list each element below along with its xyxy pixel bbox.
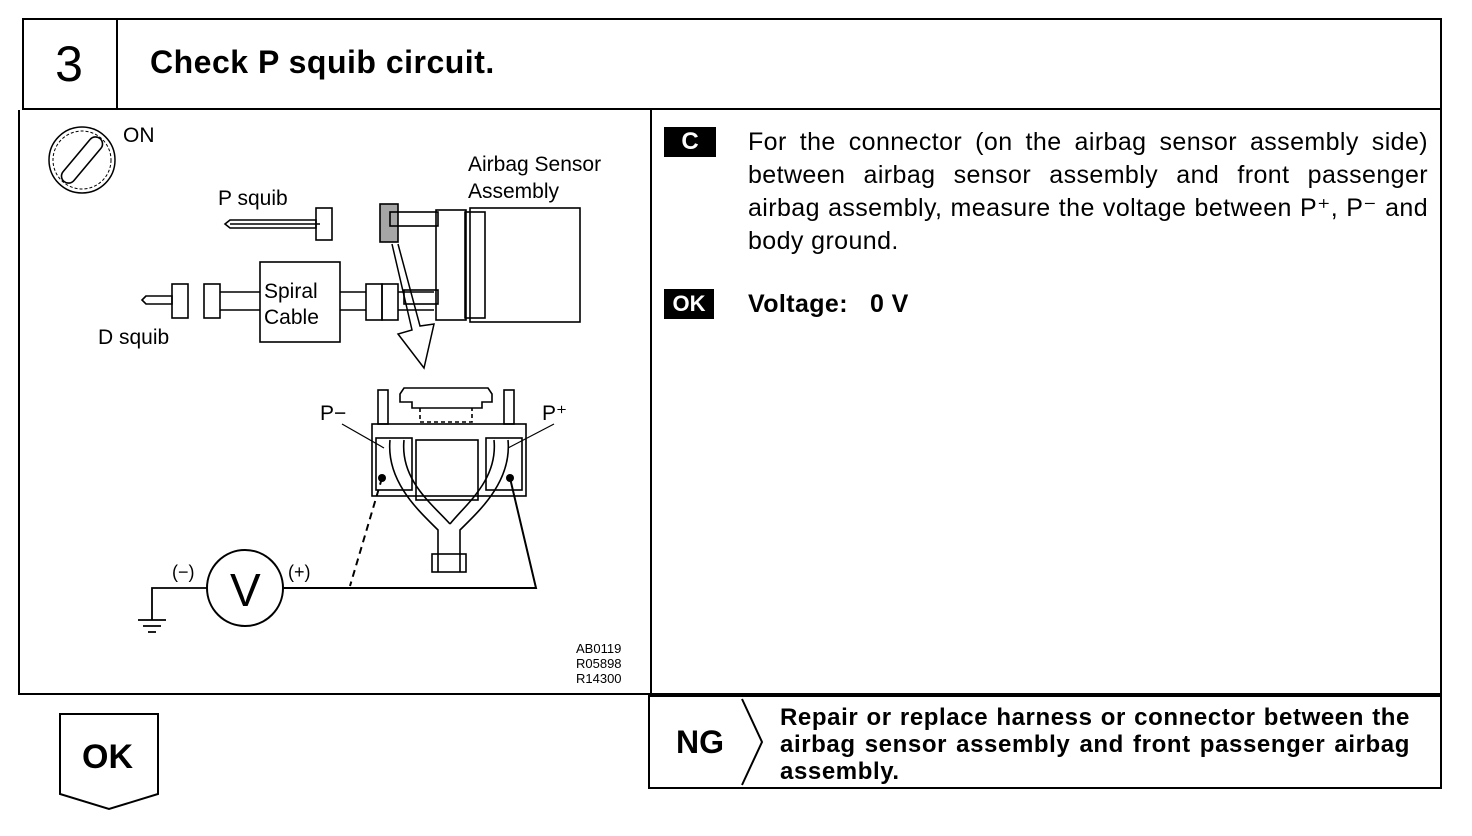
figure-code-1: AB0119 — [576, 641, 621, 656]
p-squib-connector — [223, 207, 333, 241]
spiral-cable-label-2: Cable — [264, 306, 319, 329]
sensor-connector-hatched — [379, 203, 399, 243]
d-squib-label: D squib — [98, 326, 169, 349]
p-plus-leader — [507, 423, 555, 449]
step-title: Check P squib circuit. — [150, 44, 495, 80]
ok-branch-label: OK — [82, 738, 133, 776]
probe-lead-positive — [284, 477, 538, 589]
p-minus-leader — [341, 423, 385, 449]
ok-spec-value: Voltage: 0 V — [748, 290, 909, 318]
ng-label: NG — [676, 724, 724, 760]
check-instruction: For the connector (on the airbag sensor … — [748, 128, 1428, 255]
check-tag: C — [664, 127, 716, 157]
ng-branch-box — [648, 695, 1442, 789]
step-header — [22, 18, 1442, 110]
figure-code-3: R14300 — [576, 671, 622, 686]
figure-code-2: R05898 — [576, 656, 622, 671]
ignition-label: ON — [123, 124, 155, 147]
content-frame — [18, 110, 1442, 695]
ng-instruction: Repair or replace harness or connector b… — [780, 704, 1410, 785]
circuit-diagram: ON P squib Airbag Sensor Assembly Spiral… — [48, 124, 622, 686]
meter-positive-label: (+) — [288, 562, 311, 582]
step-number: 3 — [22, 18, 118, 110]
ignition-key-icon — [48, 126, 116, 194]
ground-icon — [138, 587, 207, 633]
p-squib-label: P squib — [218, 187, 288, 210]
ok-branch-arrow-icon — [59, 713, 159, 811]
ng-chevron-icon — [741, 698, 764, 786]
column-divider — [650, 110, 652, 695]
sensor-label-1: Airbag Sensor — [468, 153, 601, 176]
ok-spec-tag: OK — [664, 289, 714, 319]
detail-arrow — [391, 243, 435, 370]
sensor-label-2: Assembly — [468, 180, 560, 203]
spiral-cable-label-1: Spiral — [264, 280, 318, 303]
probe-lead-negative — [349, 477, 383, 587]
p-plus-label: P⁺ — [542, 402, 567, 425]
meter-negative-label: (−) — [172, 562, 195, 582]
p-minus-label: P− — [320, 402, 346, 425]
voltmeter-letter: V — [230, 564, 261, 616]
spiral-cable-box — [259, 261, 341, 343]
airbag-sensor-assembly — [389, 207, 581, 323]
enlarged-connector — [371, 387, 527, 573]
